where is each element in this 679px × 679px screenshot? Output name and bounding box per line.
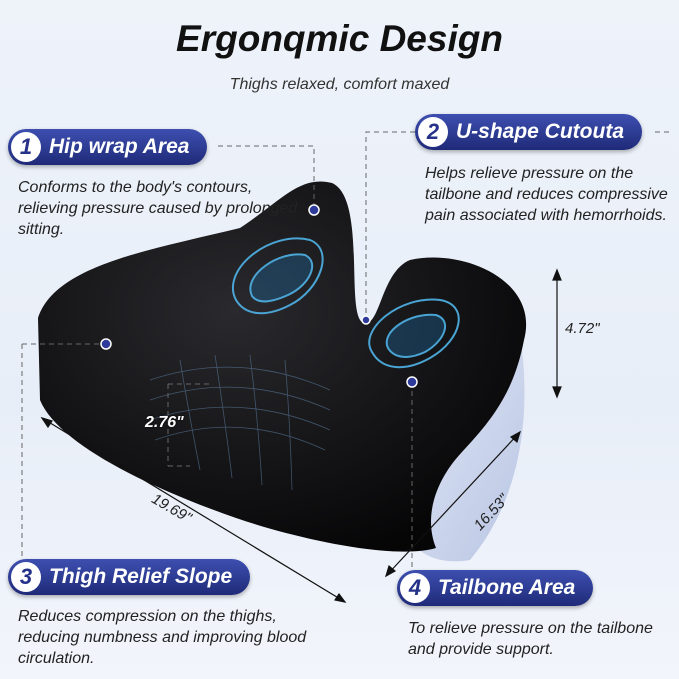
feature-pill-tailbone: 4 Tailbone Area	[397, 570, 594, 606]
feature-description: To relieve pressure on the tailbone and …	[408, 620, 653, 658]
number-badge: 3	[11, 562, 41, 592]
number-badge: 2	[418, 117, 448, 147]
slope-dimension: 2.76"	[145, 414, 184, 431]
number-badge: 1	[11, 132, 41, 162]
feature-description: Reduces compression on the thighs, reduc…	[18, 608, 307, 667]
height-dimension: 4.72"	[565, 320, 600, 337]
feature-title: Hip wrap Area	[49, 135, 190, 158]
feature-title: Thigh Relief Slope	[49, 565, 233, 588]
feature-title: Tailbone Area	[438, 576, 576, 599]
feature-description: Conforms to the body's contours, relievi…	[18, 179, 298, 238]
cushion-body	[38, 181, 527, 552]
feature-pill-u-shape: 2 U-shape Cutouta	[415, 114, 642, 150]
feature-pill-hip-wrap: 1 Hip wrap Area	[8, 129, 208, 165]
page-subtitle: Thighs relaxed, comfort maxed	[229, 76, 450, 93]
number-badge: 4	[400, 573, 430, 603]
page-title: Ergonqmic Design	[176, 18, 503, 59]
feature-title: U-shape Cutouta	[456, 120, 624, 143]
feature-pill-thigh-relief: 3 Thigh Relief Slope	[8, 559, 251, 595]
feature-description: Helps relieve pressure on the tailbone a…	[425, 165, 668, 224]
